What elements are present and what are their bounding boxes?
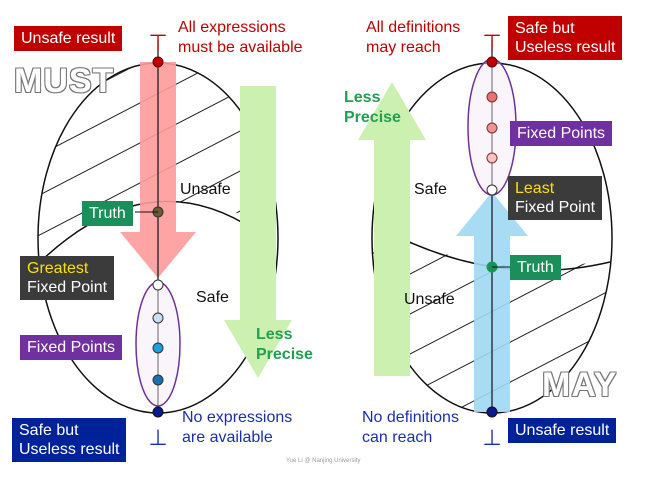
may-top-note-line1: All definitions <box>366 19 461 36</box>
must-safe-label: Safe <box>196 289 229 306</box>
may-lfp-line2: Fixed Point <box>515 199 596 216</box>
may-top-node <box>486 56 498 68</box>
may-bottom-note-line2: can reach <box>362 429 433 446</box>
must-fixed-point-node <box>152 342 164 354</box>
may-top-box-line2: Useless result <box>515 39 616 56</box>
may-fixed-points-box: Fixed Points <box>510 121 613 146</box>
may-title: MAY <box>542 366 618 404</box>
must-gfp-box: Greatest Fixed Point <box>20 256 115 300</box>
must-bottom-box: Safe but Useless result <box>12 418 127 462</box>
must-less-precise-label: Less Precise <box>256 325 313 365</box>
must-bottom-box-line1: Safe but <box>19 422 79 439</box>
must-bottom-note: No expressions are available <box>182 408 292 448</box>
may-bottom-symbol: ⊥ <box>482 426 501 451</box>
may-safe-label: Safe <box>414 181 447 198</box>
may-less-precise-line1: Less <box>344 89 381 106</box>
may-fixed-point-node <box>486 91 498 103</box>
must-bottom-node <box>152 406 164 418</box>
may-fixed-point-node <box>486 122 498 134</box>
must-gfp-line1: Greatest <box>27 260 89 277</box>
may-less-precise-arrow <box>358 82 426 376</box>
must-top-symbol: ⊤ <box>148 31 167 56</box>
footer-credit: Yue Li @ Nanjing University <box>286 458 361 464</box>
may-top-symbol: ⊤ <box>482 31 501 56</box>
must-fixed-points-box: Fixed Points <box>20 335 123 360</box>
must-bottom-note-line2: are available <box>182 429 273 446</box>
may-lfp-box: Least Fixed Point <box>508 176 603 220</box>
may-bottom-note-line1: No definitions <box>362 409 459 426</box>
may-lfp-line1: Least <box>515 180 555 197</box>
may-top-box-line1: Safe but <box>515 20 575 37</box>
must-bottom-symbol: ⊥ <box>148 426 167 451</box>
must-gfp-line2: Fixed Point <box>27 279 108 296</box>
may-fixed-point-node <box>486 152 498 164</box>
must-less-precise-arrow <box>224 86 292 378</box>
must-less-precise-line2: Precise <box>256 346 313 363</box>
may-top-box: Safe but Useless result <box>508 16 623 60</box>
must-bottom-box-line2: Useless result <box>19 441 120 458</box>
must-unsafe-result-box: Unsafe result <box>14 26 123 51</box>
may-bottom-node <box>486 406 498 418</box>
must-fixed-point-node <box>152 374 164 386</box>
may-lfp-node <box>486 184 498 196</box>
may-less-precise-line2: Precise <box>344 109 401 126</box>
must-top-note-line1: All expressions <box>178 19 286 36</box>
may-top-note: All definitions may reach <box>366 18 460 58</box>
may-top-note-line2: may reach <box>366 39 441 56</box>
may-bottom-note: No definitions can reach <box>362 408 459 448</box>
must-gfp-node <box>152 279 164 291</box>
must-top-note: All expressions must be available <box>178 18 303 58</box>
must-unsafe-label: Unsafe <box>180 181 231 198</box>
must-top-node <box>152 56 164 68</box>
must-less-precise-line1: Less <box>256 326 293 343</box>
must-truth-box: Truth <box>82 201 133 226</box>
must-fixed-point-node <box>152 312 164 324</box>
must-title: MUST <box>14 62 115 100</box>
may-bottom-box: Unsafe result <box>508 418 617 443</box>
may-less-precise-label: Less Precise <box>344 88 401 128</box>
may-truth-box: Truth <box>510 255 561 280</box>
may-unsafe-label: Unsafe <box>404 291 455 308</box>
must-top-note-line2: must be available <box>178 39 303 56</box>
must-bottom-note-line1: No expressions <box>182 409 293 426</box>
